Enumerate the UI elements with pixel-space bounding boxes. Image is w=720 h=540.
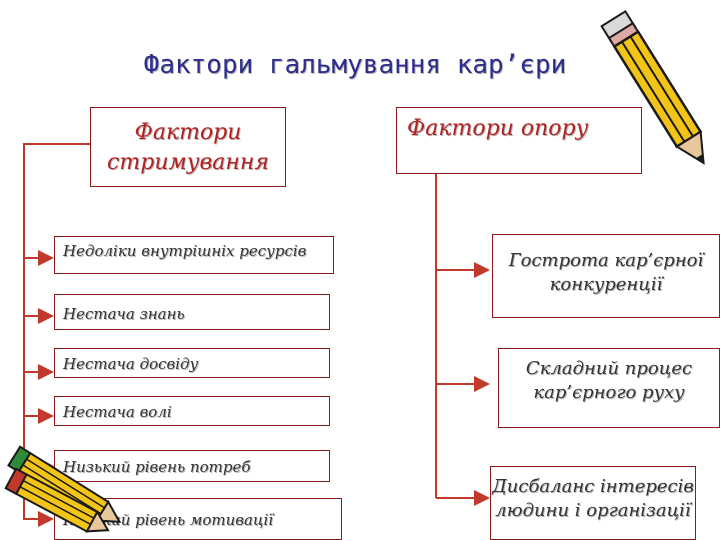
right-header-box: Фактори опору bbox=[396, 107, 642, 174]
right-item-2-line1: Складний процес bbox=[525, 358, 693, 379]
left-item-2: Нестача знань bbox=[54, 294, 330, 330]
right-item-2-line2: кар’єрного руху bbox=[533, 382, 685, 403]
left-item-3: Нестача досвіду bbox=[54, 348, 330, 378]
right-item-1: Гострота кар’єрної конкуренції bbox=[492, 234, 720, 318]
left-item-1: Недоліки внутрішніх ресурсів bbox=[54, 236, 334, 274]
left-header-line1: Фактори bbox=[134, 120, 242, 145]
right-item-1-line1: Гострота кар’єрної bbox=[508, 250, 704, 271]
page-title: Фактори гальмування кар’єри bbox=[143, 50, 567, 80]
pencil-icon bbox=[7, 445, 122, 523]
left-item-5: Низький рівень потреб bbox=[54, 450, 330, 482]
pencil-icon bbox=[600, 9, 705, 165]
right-item-3: Дисбаланс інтересів людини і організації bbox=[490, 466, 696, 540]
pencil-icon bbox=[4, 467, 110, 533]
right-item-2: Складний процес кар’єрного руху bbox=[498, 348, 720, 428]
right-item-3-line2: людини і організації bbox=[495, 500, 691, 521]
left-header-line2: стримування bbox=[107, 150, 269, 175]
left-item-4: Нестача волі bbox=[54, 396, 330, 426]
right-item-1-line2: конкуренції bbox=[549, 274, 663, 295]
right-item-3-line1: Дисбаланс інтересів bbox=[492, 476, 694, 497]
left-header-box: Фактори стримування bbox=[90, 107, 286, 187]
